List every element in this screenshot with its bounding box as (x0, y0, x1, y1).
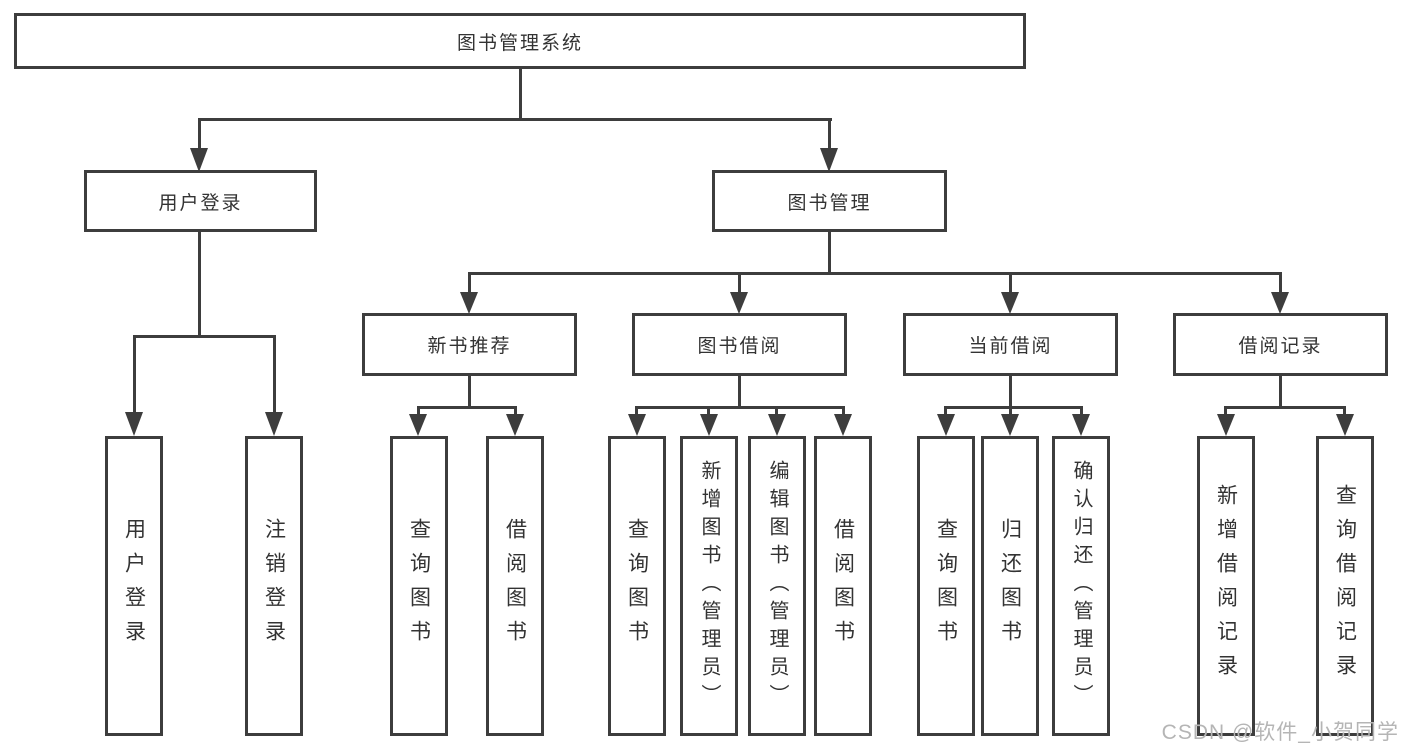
arrowhead-down (265, 412, 283, 436)
line-segment (1224, 406, 1346, 409)
node-confirm-return-admin: 确认归还（管理员） (1052, 436, 1110, 736)
arrowhead-down (1217, 414, 1235, 436)
node-user-login-branch: 用户登录 (84, 170, 317, 232)
line-segment (1009, 406, 1012, 416)
line-segment (1279, 272, 1282, 294)
node-label: 新增图书（管理员） (698, 460, 720, 712)
arrowhead-down (820, 148, 838, 172)
node-label: 查询借阅记录 (1333, 484, 1357, 688)
arrowhead-down (937, 414, 955, 436)
node-label: 图书管理系统 (456, 32, 583, 54)
line-segment (738, 272, 741, 294)
line-segment (468, 376, 471, 408)
node-label: 查询图书 (407, 518, 431, 654)
line-segment (1343, 406, 1346, 416)
node-book-borrowing: 图书借阅 (632, 313, 847, 376)
line-segment (468, 272, 1282, 275)
arrowhead-down (1001, 414, 1019, 436)
node-label: 查询图书 (625, 518, 649, 654)
arrowhead-down (1001, 292, 1019, 314)
line-segment (635, 406, 845, 409)
line-segment (944, 406, 1083, 409)
line-segment (198, 232, 201, 337)
line-segment (519, 69, 522, 120)
node-borrow-books-leaf: 借阅图书 (814, 436, 872, 736)
node-add-books-admin: 新增图书（管理员） (680, 436, 738, 736)
line-segment (707, 406, 710, 416)
arrowhead-down (628, 414, 646, 436)
arrowhead-down (1271, 292, 1289, 314)
node-logout-leaf: 注销登录 (245, 436, 303, 736)
arrowhead-down (1336, 414, 1354, 436)
line-segment (1009, 376, 1012, 408)
node-label: 确认归还（管理员） (1070, 460, 1092, 712)
node-label: 新增借阅记录 (1214, 484, 1238, 688)
arrowhead-down (1072, 414, 1090, 436)
line-segment (944, 406, 947, 416)
node-borrow-books-recommendation: 借阅图书 (486, 436, 544, 736)
node-label: 注销登录 (262, 518, 286, 654)
arrowhead-down (460, 292, 478, 314)
line-segment (273, 335, 276, 412)
line-segment (1009, 272, 1012, 294)
line-segment (738, 376, 741, 408)
node-return-books: 归还图书 (981, 436, 1039, 736)
node-add-borrow-record: 新增借阅记录 (1197, 436, 1255, 736)
arrowhead-down (768, 414, 786, 436)
node-search-borrow-record: 查询借阅记录 (1316, 436, 1374, 736)
node-label: 用户登录 (122, 518, 146, 654)
line-segment (133, 335, 276, 338)
node-library-management-system: 图书管理系统 (14, 13, 1026, 69)
line-segment (1080, 406, 1083, 416)
line-segment (635, 406, 638, 416)
line-segment (198, 118, 832, 121)
line-segment (1224, 406, 1227, 416)
node-borrowing-records: 借阅记录 (1173, 313, 1388, 376)
node-search-books-borrowing: 查询图书 (608, 436, 666, 736)
node-search-books-current: 查询图书 (917, 436, 975, 736)
line-segment (514, 406, 517, 416)
node-book-management-branch: 图书管理 (712, 170, 947, 232)
node-label: 图书管理 (787, 192, 872, 214)
watermark: CSDN @软件_小贺同学 (1161, 721, 1399, 744)
node-label: 借阅图书 (503, 518, 527, 654)
line-segment (828, 118, 831, 150)
line-segment (198, 118, 201, 150)
line-segment (842, 406, 845, 416)
node-label: 新书推荐 (427, 336, 512, 357)
arrowhead-down (700, 414, 718, 436)
node-edit-books-admin: 编辑图书（管理员） (748, 436, 806, 736)
node-new-book-recommendation: 新书推荐 (362, 313, 577, 376)
line-segment (1279, 376, 1282, 408)
arrowhead-down (730, 292, 748, 314)
node-label: 用户登录 (158, 192, 243, 214)
node-label: 借阅图书 (831, 518, 855, 654)
node-label: 查询图书 (934, 518, 958, 654)
line-segment (828, 232, 831, 274)
arrowhead-down (506, 414, 524, 436)
arrowhead-down (190, 148, 208, 172)
node-label: 编辑图书（管理员） (766, 460, 788, 712)
line-segment (417, 406, 420, 416)
line-segment (133, 335, 136, 412)
line-segment (417, 406, 517, 409)
node-user-login-leaf: 用户登录 (105, 436, 163, 736)
node-label: 当前借阅 (968, 336, 1053, 357)
arrowhead-down (409, 414, 427, 436)
node-label: 图书借阅 (697, 336, 782, 357)
node-label: 归还图书 (998, 518, 1022, 654)
arrowhead-down (834, 414, 852, 436)
line-segment (775, 406, 778, 416)
node-label: 借阅记录 (1238, 336, 1323, 357)
node-current-borrowing: 当前借阅 (903, 313, 1118, 376)
arrowhead-down (125, 412, 143, 436)
line-segment (468, 272, 471, 294)
node-search-books-recommendation: 查询图书 (390, 436, 448, 736)
